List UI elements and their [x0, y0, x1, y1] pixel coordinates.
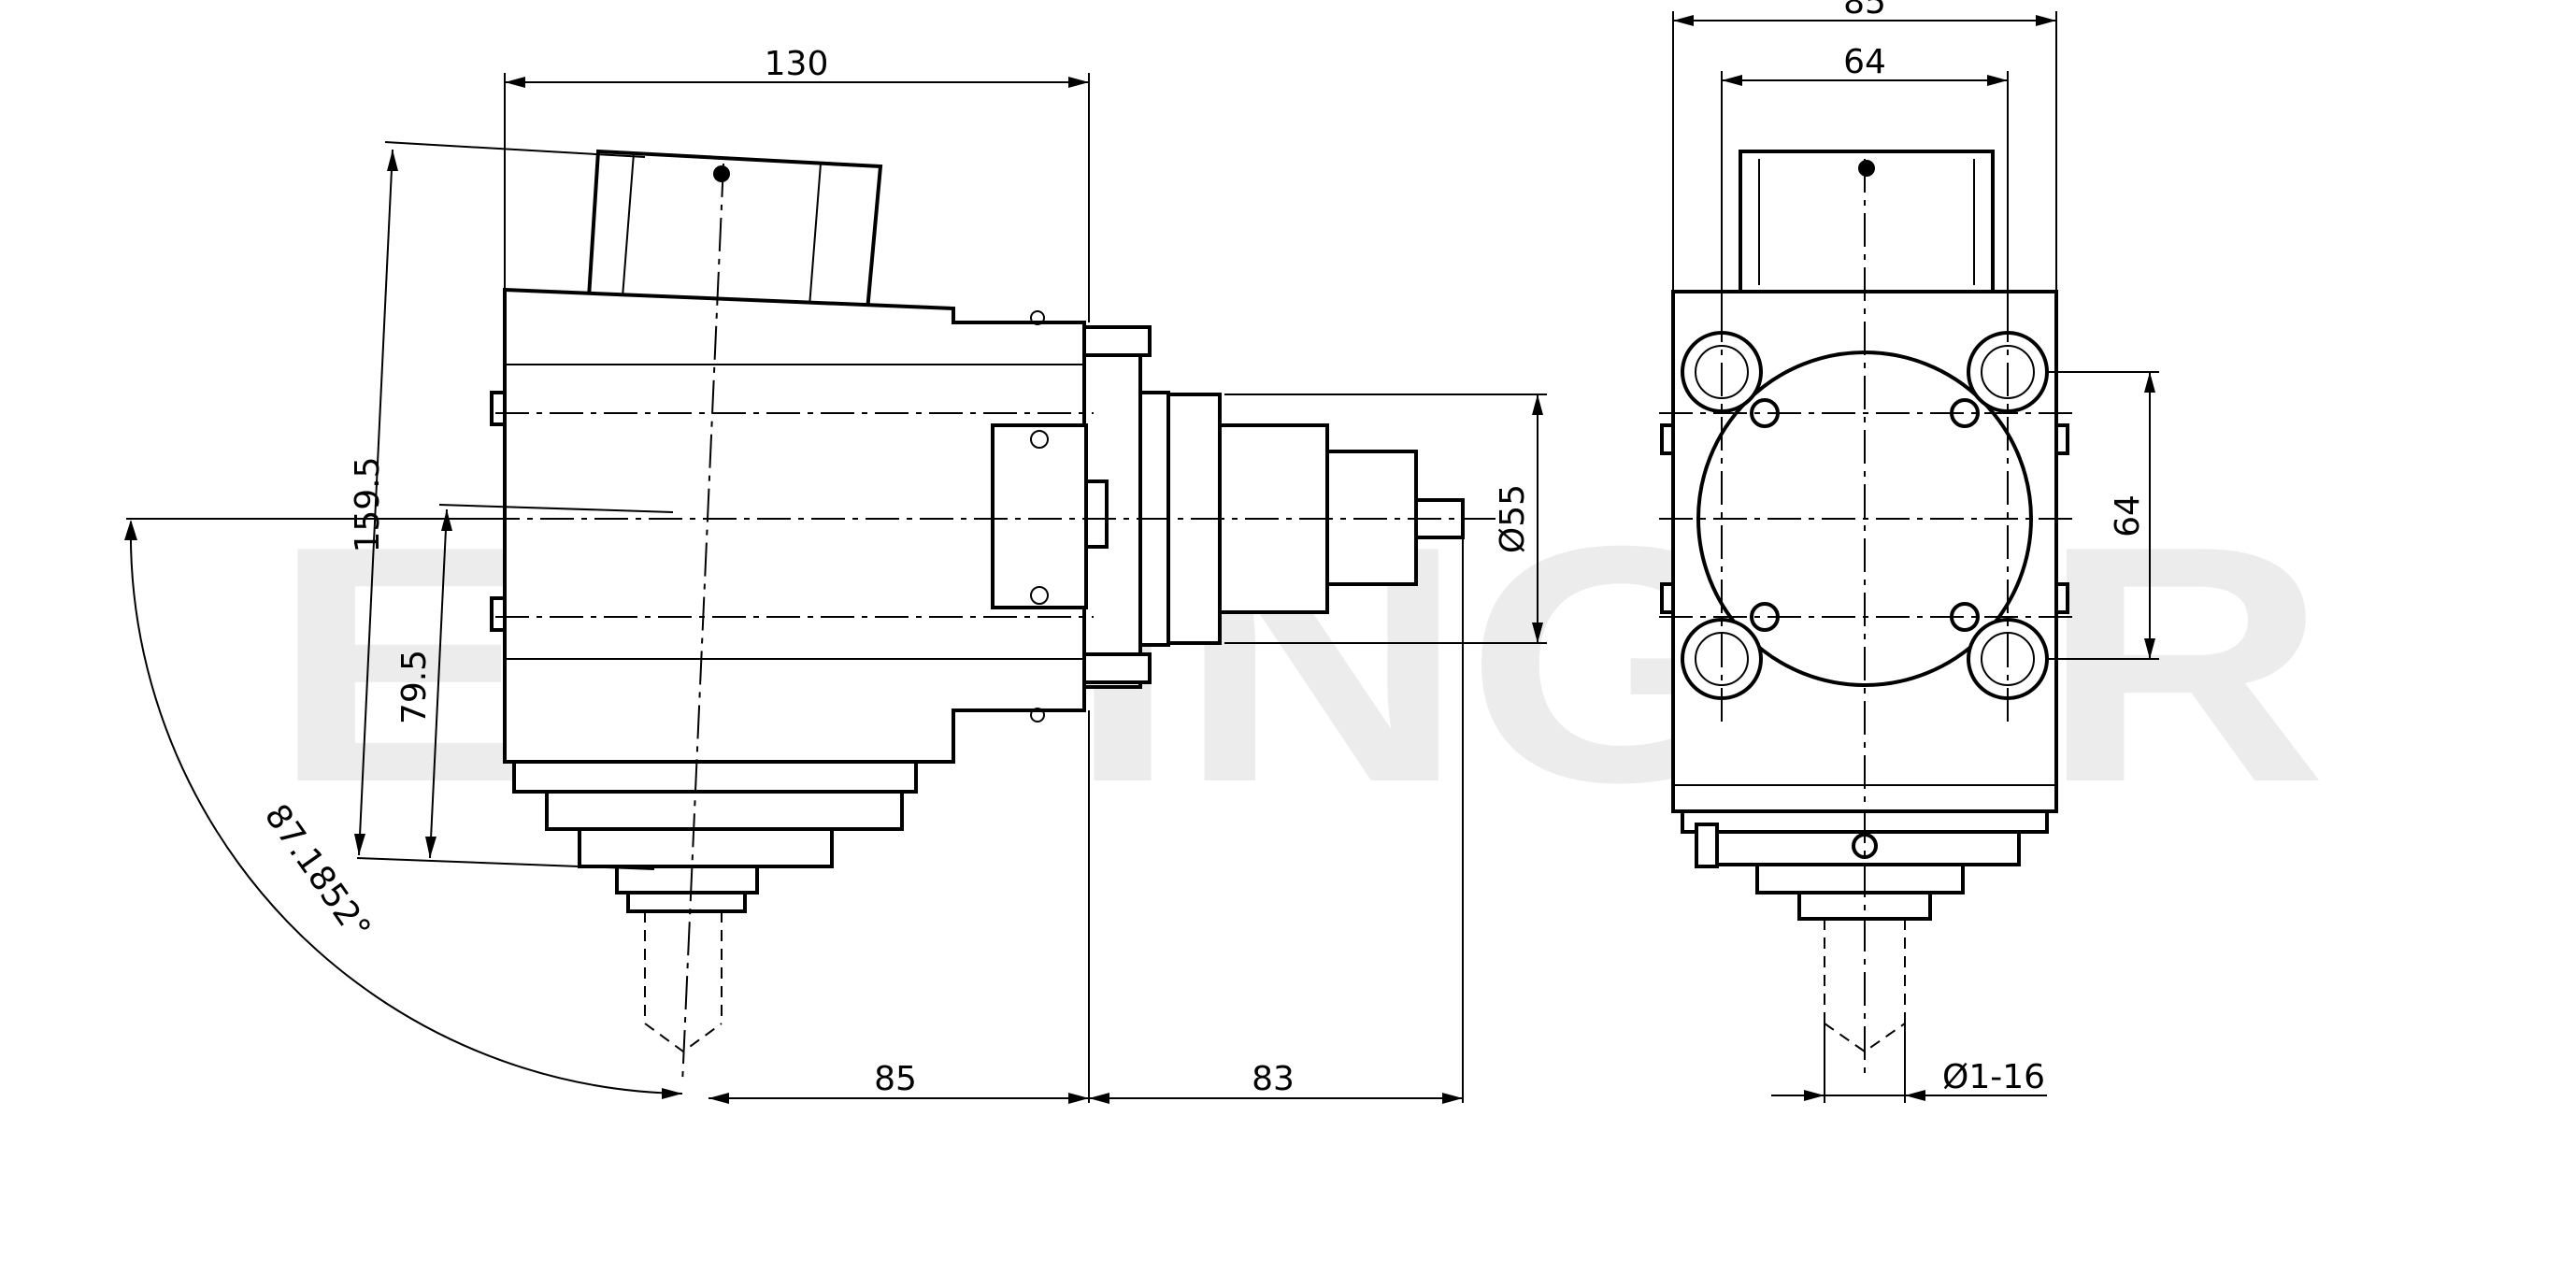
side-collet-nut	[615, 865, 759, 894]
side-motor-center-mark	[713, 165, 730, 182]
side-vertical-axis	[681, 163, 724, 1085]
dim-64-right-label: 64	[2109, 494, 2147, 537]
side-housing	[503, 287, 1086, 764]
dim-159-5-label: 159.5	[349, 456, 387, 552]
side-collet	[626, 891, 747, 913]
front-base-plate-3	[1755, 863, 1965, 894]
dim-85-top-label: 85	[1843, 0, 1886, 21]
dim-79-5-label: 79.5	[395, 650, 434, 724]
side-base-plate-3	[578, 827, 834, 868]
dim-diameter-55-label: Ø55	[1494, 484, 1532, 553]
angle-arc	[129, 521, 683, 1095]
dim-85-bottom-label: 85	[874, 1060, 917, 1098]
side-view	[486, 149, 1496, 1085]
front-view	[1659, 150, 2075, 1075]
front-dimensions: 85 64 64 Ø1-16	[1672, 0, 2159, 1103]
dim-130-label: 130	[765, 45, 829, 83]
front-motor-center-mark	[1858, 160, 1875, 177]
side-base-plate-1	[512, 760, 918, 794]
side-base-plate-2	[545, 790, 904, 831]
front-bolts	[1681, 331, 2049, 700]
dim-collet-label: Ø1-16	[1942, 1058, 2045, 1096]
side-clamp-block	[991, 423, 1088, 609]
dim-64-top-label: 64	[1843, 43, 1886, 81]
dim-83-bottom-label: 83	[1252, 1060, 1295, 1098]
